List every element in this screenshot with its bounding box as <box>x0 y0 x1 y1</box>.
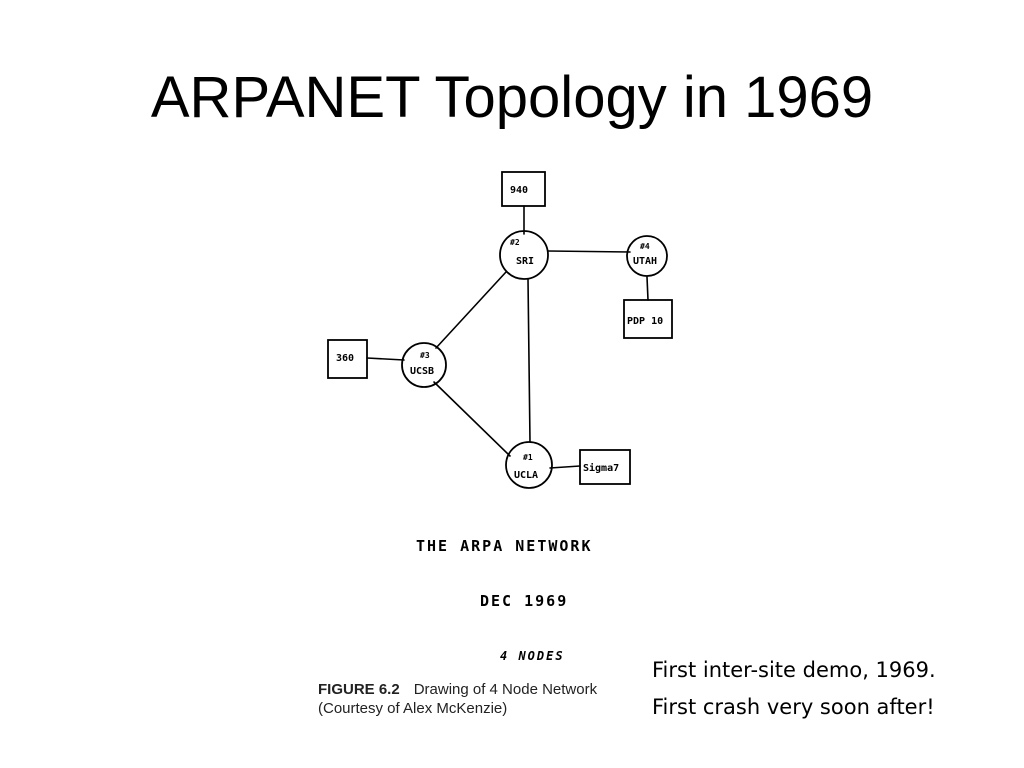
imp-utah-name: UTAH <box>633 256 657 267</box>
host-sigma7-box <box>579 449 631 485</box>
host-sigma7-label: Sigma7 <box>583 462 619 474</box>
link-sri-utah <box>547 250 631 253</box>
imp-sri-number: #2 <box>510 238 520 247</box>
host-940: 940 <box>501 171 546 207</box>
arpanet-diagram: #2 SRI #4 UTAH #3 UCSB #1 UCLA 940 PDP 1… <box>327 171 673 663</box>
link-utah-pdp10 <box>646 276 649 301</box>
host-940-label: 940 <box>510 185 528 196</box>
imp-ucla: #1 UCLA <box>505 441 553 489</box>
figure-caption-line-1: FIGURE 6.2 Drawing of 4 Node Network <box>318 680 597 699</box>
slide-title: ARPANET Topology in 1969 <box>150 65 874 130</box>
figure-number: FIGURE 6.2 <box>318 681 400 698</box>
host-pdp10: PDP 10 <box>623 299 673 339</box>
handwritten-node-count: 4 NODES <box>500 649 565 663</box>
host-pdp10-label: PDP 10 <box>627 316 663 327</box>
link-ucsb-ucla <box>433 381 511 457</box>
imp-utah-number: #4 <box>640 242 650 251</box>
figure-credit: (Courtesy of Alex McKenzie) <box>318 700 508 717</box>
figure-description: Drawing of 4 Node Network <box>413 681 598 698</box>
host-pdp10-box <box>623 299 673 339</box>
side-note-line-2: First crash very soon after! <box>652 695 935 719</box>
handwritten-date: DEC 1969 <box>480 592 568 610</box>
link-360-ucsb <box>366 357 405 361</box>
imp-ucsb-name: UCSB <box>410 366 434 377</box>
imp-ucla-number: #1 <box>523 453 533 462</box>
imp-utah: #4 UTAH <box>626 235 668 277</box>
host-sigma7: Sigma7 <box>579 449 631 485</box>
side-note-line-1: First inter-site demo, 1969. <box>652 658 936 682</box>
imp-sri: #2 SRI <box>499 230 549 280</box>
imp-ucla-name: UCLA <box>514 470 538 481</box>
figure-caption: FIGURE 6.2 Drawing of 4 Node Network (Cou… <box>318 680 597 718</box>
handwritten-title: THE ARPA NETWORK <box>416 537 593 555</box>
imp-sri-name: SRI <box>516 256 534 267</box>
imp-ucsb-number: #3 <box>420 351 430 360</box>
imp-ucla-circle <box>505 441 553 489</box>
imp-ucsb-circle <box>401 342 447 388</box>
link-sri-ucla <box>527 278 531 443</box>
imp-sri-circle <box>499 230 549 280</box>
host-360: 360 <box>327 339 368 379</box>
imp-ucsb: #3 UCSB <box>401 342 447 388</box>
host-940-box <box>501 171 546 207</box>
host-360-box <box>327 339 368 379</box>
host-360-label: 360 <box>336 353 354 364</box>
link-ucla-sigma7 <box>549 465 581 469</box>
side-note: First inter-site demo, 1969. First crash… <box>652 652 936 726</box>
imp-utah-circle <box>626 235 668 277</box>
link-sri-ucsb <box>435 271 507 349</box>
